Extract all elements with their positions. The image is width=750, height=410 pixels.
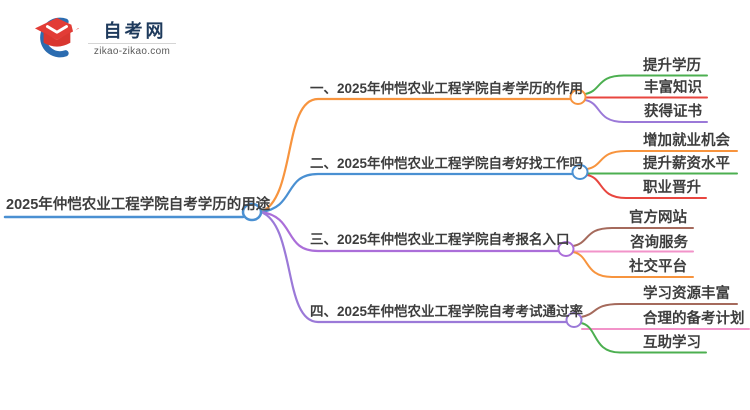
leaf-3-1-label: 官方网站 [629, 210, 687, 226]
leaf-1-2-label: 丰富知识 [644, 80, 702, 96]
leaf-2-3-label: 职业晋升 [643, 180, 701, 196]
root-node-label: 2025年仲恺农业工程学院自考学历的用途 [6, 197, 271, 213]
leaf-4-3-label: 互助学习 [643, 335, 701, 351]
graduation-cap-icon [34, 17, 79, 58]
leaf-4-1-label: 学习资源丰富 [643, 286, 730, 302]
logo-divider [88, 43, 176, 44]
site-name: 自考网 [103, 21, 167, 41]
leaf-1-3-label: 获得证书 [644, 104, 702, 120]
site-url: zikao-zikao.com [93, 46, 171, 57]
leaf-2-1-label: 增加就业机会 [643, 133, 730, 149]
leaf-1-1-label: 提升学历 [643, 58, 701, 74]
branch-3-label: 三、2025年仲恺农业工程学院自考报名入口 [310, 232, 570, 247]
leaf-2-2-label: 提升薪资水平 [643, 156, 730, 172]
leaf-3-3-label: 社交平台 [629, 259, 687, 275]
branch-2-label: 二、2025年仲恺农业工程学院自考好找工作吗 [310, 156, 584, 171]
leaf-4-2-label: 合理的备考计划 [643, 311, 745, 327]
branch-4-label: 四、2025年仲恺农业工程学院自考考试通过率 [310, 304, 584, 319]
leaf-3-2-label: 咨询服务 [630, 235, 688, 251]
site-logo: 自考网 zikao-zikao.com [30, 13, 180, 61]
branch-1-label: 一、2025年仲恺农业工程学院自考学历的作用 [310, 81, 584, 96]
